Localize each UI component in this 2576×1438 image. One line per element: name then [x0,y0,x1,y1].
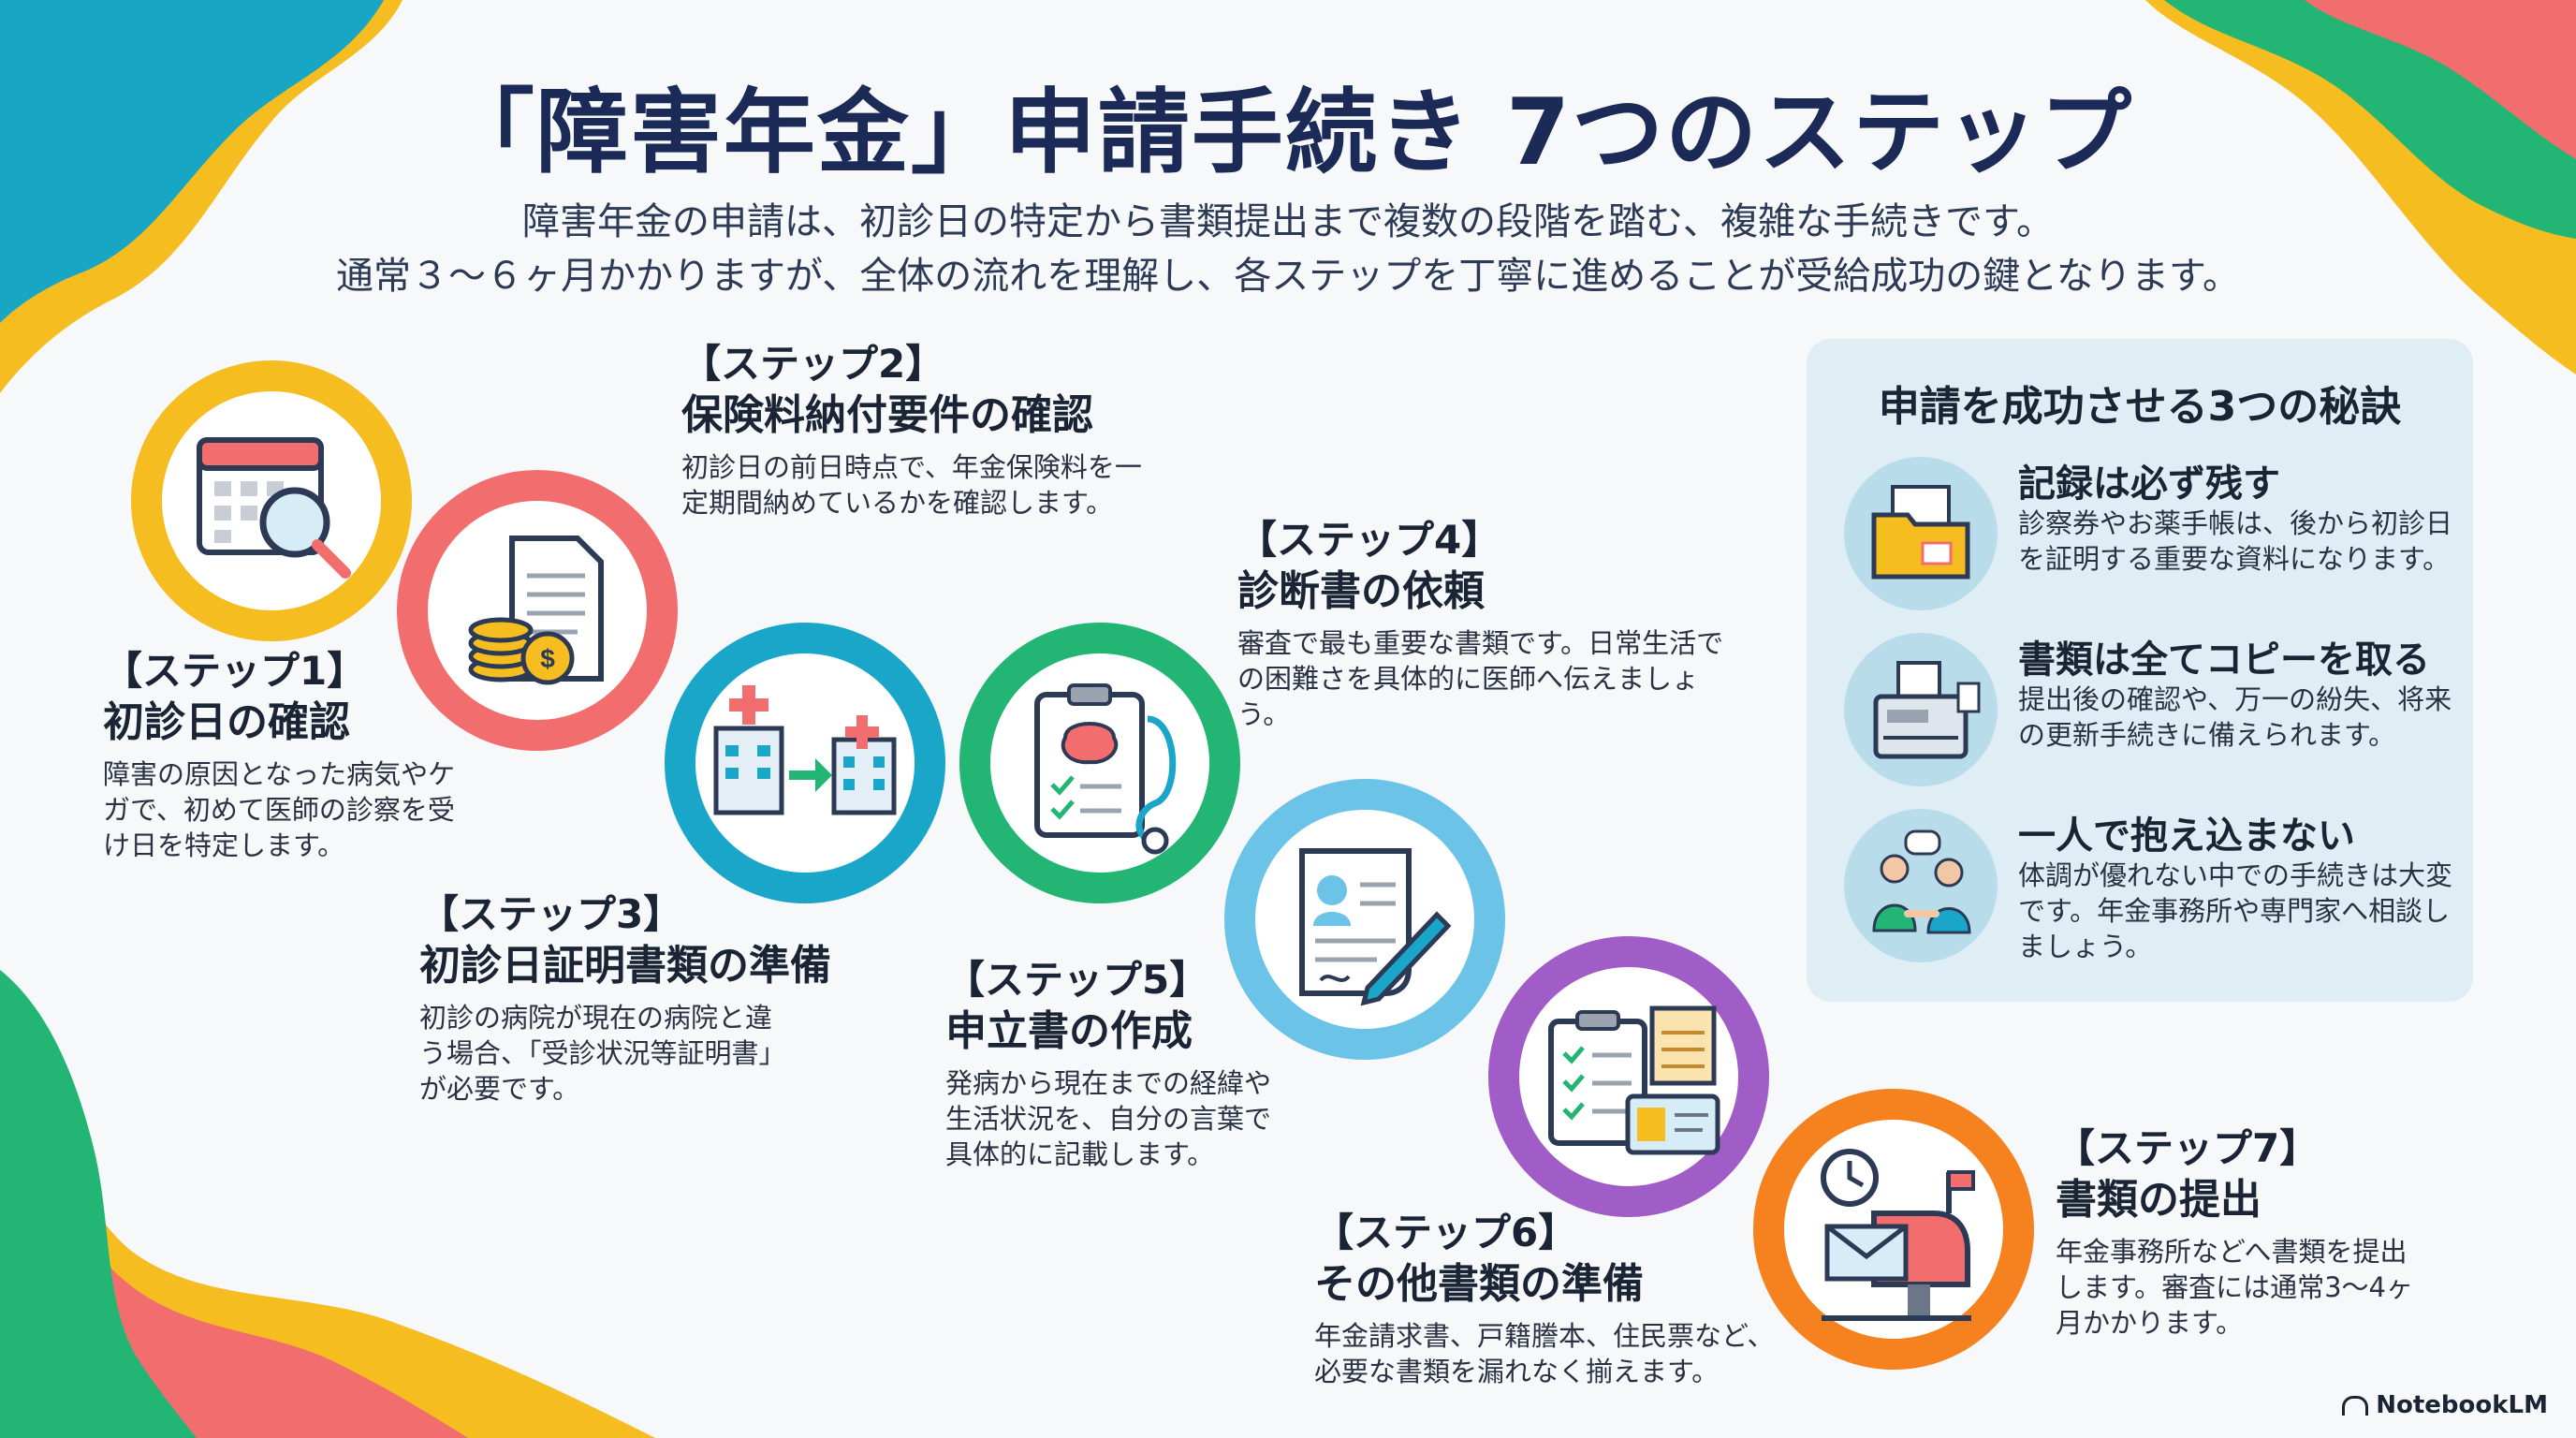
intro-line-1: 障害年金の申請は、初診日の特定から書類提出まで複数の段階を踏む、複雑な手続きです… [522,200,2054,243]
step6-title: その他書類の準備 [1314,1260,1644,1308]
step5-title: 申立書の作成 [945,1007,1193,1055]
tip-item: 一人で抱え込まない 体調が優れない中での手続きは大変です。年金事務所や専門家へ相… [1844,801,2462,962]
step3-desc: 初診の病院が現在の病院と違う場合、「受診状況等証明書」が必要です。 [419,1002,773,1105]
step6-desc: 年金請求書、戸籍謄本、住民票など、必要な書類を漏れなく揃えます。 [1314,1320,1775,1387]
brand-name: NotebookLM [2376,1391,2548,1419]
step5-label: 【ステップ5】 [945,957,1209,1003]
tips-panel-title: 申請を成功させる3つの秘訣 [1878,383,2402,431]
step4-desc: 審査で最も重要な書類です。日常生活での困難さを具体的に医師へ伝えましょう。 [1237,627,1724,730]
step1-title: 初診日の確認 [103,698,350,746]
step1-circle [131,360,412,641]
svg-text:$: $ [540,644,555,673]
consultation-icon [1844,809,1998,962]
mailbox-icon [1821,1149,1975,1321]
step7-desc: 年金事務所などへ書類を提出します。審査には通常3～4ヶ月かかります。 [2056,1236,2414,1339]
document-pen-icon [1299,848,1452,1006]
step7-title: 書類の提出 [2056,1176,2261,1224]
notebooklm-logo-icon [2342,1396,2369,1416]
intro-line-2: 通常３～６ヶ月かかりますが、全体の流れを理解し、各ステップを丁寧に進めることが受… [336,255,2240,298]
corner-blob-top-left [0,0,402,393]
step7: 【ステップ7】 書類の提出 年金事務所などへ書類を提出します。審査には通常3～4… [2056,1123,2449,1341]
step6-label: 【ステップ6】 [1314,1210,1578,1255]
tip-text: 診察券やお薬手帳は、後から初診日を証明する重要な資料になります。 [2018,507,2453,575]
tip-item: 書類は全てコピーを取る 提出後の確認や、万一の紛失、将来の更新手続きに備えられま… [1844,625,2462,786]
step7-label: 【ステップ7】 [2056,1125,2320,1171]
step6-circle [1488,936,1769,1217]
step3-title: 初診日証明書類の準備 [419,942,831,990]
copier-icon [1844,633,1998,786]
step2: 【ステップ2】 保険料納付要件の確認 初診日の前日時点で、年金保険料を一定期間納… [681,339,1168,521]
step3-circle [665,623,945,903]
forms-checklist-icon [1548,1005,1720,1155]
document-coins-icon: $ [468,536,604,685]
step3: 【ステップ3】 初診日証明書類の準備 初診の病院が現在の病院と違う場合、「受診状… [419,889,831,1107]
tip-heading: 記録は必ず残す [2018,462,2280,506]
step5: 【ステップ5】 申立書の作成 発病から現在までの経緯や生活状況を、自分の言葉で具… [945,955,1339,1172]
folder-icon [1844,457,1998,610]
step2-title: 保険料納付要件の確認 [681,391,1093,439]
step4-label: 【ステップ4】 [1237,517,1501,563]
corner-blob-bottom-left [0,970,655,1438]
step2-label: 【ステップ2】 [681,341,945,387]
step4-circle [959,623,1240,903]
step3-label: 【ステップ3】 [419,891,683,937]
brand-watermark: NotebookLM [2342,1391,2548,1419]
step1-label: 【ステップ1】 [103,648,367,694]
tip-heading: 一人で抱え込まない [2018,814,2355,858]
hospital-transfer-icon [713,685,897,815]
tip-text: 体調が優れない中での手続きは大変です。年金事務所や専門家へ相談しましょう。 [2018,859,2453,962]
step6: 【ステップ6】 その他書類の準備 年金請求書、戸籍謄本、住民票など、必要な書類を… [1314,1208,1801,1389]
tip-item: 記録は必ず残す 診察券やお薬手帳は、後から初診日を証明する重要な資料になります。 [1844,449,2462,610]
corner-blob-top-right [2145,0,2576,374]
calendar-search-icon [197,437,351,579]
step5-desc: 発病から現在までの経緯や生活状況を、自分の言葉で具体的に記載します。 [945,1067,1272,1170]
tips-panel: 申請を成功させる3つの秘訣 記録は必ず残す 診察券やお薬手帳は、後から初診日を証… [1807,339,2473,1002]
tip-text: 提出後の確認や、万一の紛失、将来の更新手続きに備えられます。 [2018,683,2452,751]
step4: 【ステップ4】 診断書の依頼 審査で最も重要な書類です。日常生活での困難さを具体… [1237,515,1762,732]
clipboard-stethoscope-icon [1034,683,1177,855]
step4-title: 診断書の依頼 [1237,567,1485,615]
step1-desc: 障害の原因となった病気やケガで、初めて医師の診察を受け日を特定します。 [103,758,456,861]
page-title: 「障害年金」申請手続き 7つのステップ [442,80,2134,186]
step1: 【ステップ1】 初診日の確認 障害の原因となった病気やケガで、初めて医師の診察を… [103,646,468,863]
tip-heading: 書類は全てコピーを取る [2018,638,2430,682]
step2-desc: 初診日の前日時点で、年金保険料を一定期間納めているかを確認します。 [681,451,1142,519]
